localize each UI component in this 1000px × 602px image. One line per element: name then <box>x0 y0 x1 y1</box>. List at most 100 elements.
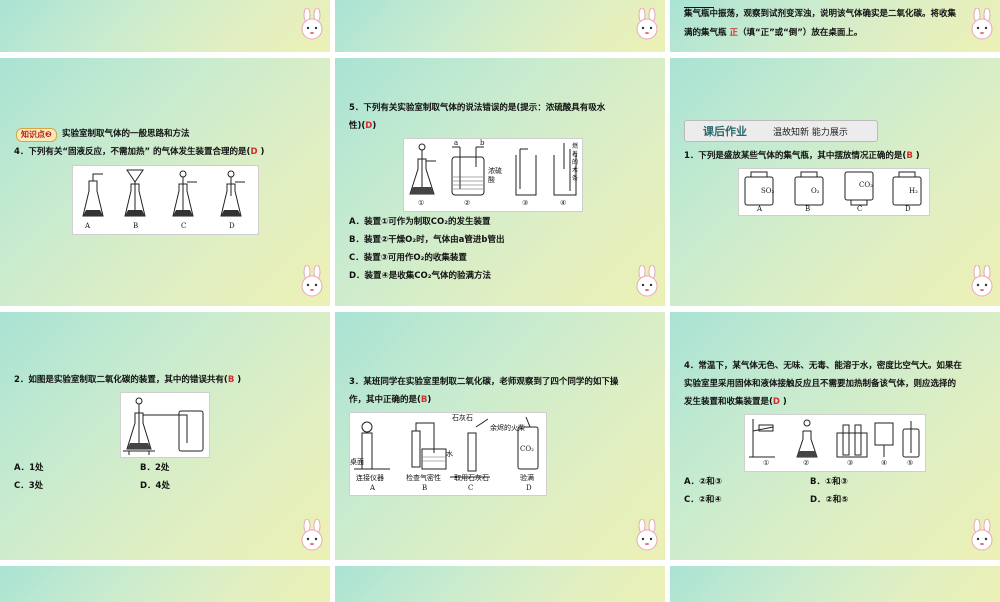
slide-5[interactable]: 5．下列有关实验室制取气体的说法错误的是(提示：浓硫酸具有吸水 性)(D) a … <box>335 58 665 306</box>
answer: D <box>772 397 780 407</box>
tube-label-a: a <box>454 139 459 147</box>
bunny-icon <box>301 8 323 40</box>
gas-bottles-diagram <box>744 171 922 206</box>
question-text: 发生装置和收集装置是(D ) <box>684 397 787 407</box>
question-text: 4．下列有关“固液反应，不需加热” 的气体发生装置合理的是(D ) <box>14 147 265 157</box>
option-d[interactable]: D．4处 <box>140 481 170 491</box>
slide-9[interactable]: 4．常温下，某气体无色、无味、无毒、能溶于水，密度比空气大。如果在 实验室里采用… <box>670 312 1000 560</box>
question-text: 1．下列是盛放某些气体的集气瓶，其中摆放情况正确的是(B ) <box>684 151 920 161</box>
slide-7[interactable]: 2．如图是实验室制取二氧化碳的装置，其中的错误共有(B ) A．1处 B．2处 … <box>0 312 330 560</box>
option-c[interactable]: C．3处 <box>14 481 44 491</box>
gas-label: CO₂ <box>859 181 873 189</box>
slide-10[interactable] <box>0 566 330 602</box>
option-label: C <box>857 205 863 213</box>
option-label: A <box>757 205 763 213</box>
homework-banner: 课后作业 温故知新 能力展示 <box>684 120 878 142</box>
gas-label: SO₂ <box>761 187 775 195</box>
desk-label: 桌面 <box>350 458 364 466</box>
bunny-icon <box>971 8 993 40</box>
water-label: 水 <box>446 450 453 458</box>
bunny-icon <box>636 8 658 40</box>
device-number: ① <box>418 199 425 207</box>
knowledge-tag: 知识点❷ <box>16 128 57 142</box>
bunny-icon <box>301 519 323 551</box>
option-label: B <box>133 222 139 230</box>
banner-subtitle: 温故知新 能力展示 <box>773 128 848 138</box>
option-c[interactable]: C．装置③可用作O₂的收集装置 <box>349 253 467 263</box>
caption: 检查气密性 <box>406 474 441 482</box>
bunny-icon <box>971 265 993 297</box>
question-text: 集气瓶中振荡，观察到试剂变浑浊，说明该气体确实是二氧化碳。将收集 <box>684 9 957 19</box>
answer: B <box>906 151 913 161</box>
option-label: D <box>229 222 235 230</box>
slide-3[interactable]: 集气瓶中振荡，观察到试剂变浑浊，说明该气体确实是二氧化碳。将收集 满的集气瓶 正… <box>670 0 1000 52</box>
gas-label: O₂ <box>811 187 820 195</box>
apparatus-figure: ① ② ③ ④ ⑤ <box>744 414 926 472</box>
option-a[interactable]: A．装置①可作为制取CO₂的发生装置 <box>349 217 491 227</box>
answer: D <box>250 147 258 157</box>
caption: 验满 <box>520 474 534 482</box>
option-b[interactable]: B．①和③ <box>810 477 848 487</box>
co2-apparatus-figure <box>120 392 210 458</box>
flask-diagram <box>82 169 245 217</box>
device-number: ② <box>803 459 810 467</box>
question-text: 作，其中正确的是(B) <box>349 395 432 405</box>
question-text: 5．下列有关实验室制取气体的说法错误的是(提示：浓硫酸具有吸水 <box>349 103 606 113</box>
caption: 连接仪器 <box>356 474 384 482</box>
slide-1[interactable] <box>0 0 330 52</box>
stick-label: 燃着的木条 <box>572 143 579 182</box>
option-d[interactable]: D．装置④是收集CO₂气体的验满方法 <box>349 271 491 281</box>
option-label: C <box>468 484 474 492</box>
option-a[interactable]: A．②和③ <box>684 477 722 487</box>
option-label: A <box>370 484 376 492</box>
slide-4[interactable]: 知识点❷ 实验室制取气体的一般思路和方法 4．下列有关“固液反应，不需加热” 的… <box>0 58 330 306</box>
acid-label: 浓硫酸 <box>488 167 502 184</box>
slide-6[interactable]: 课后作业 温故知新 能力展示 1．下列是盛放某些气体的集气瓶，其中摆放情况正确的… <box>670 58 1000 306</box>
question-text: 满的集气瓶 正（填“正”或“倒”）放在桌面上。 <box>684 28 863 38</box>
co2-label: CO₂ <box>520 445 534 453</box>
blank-line <box>684 0 714 8</box>
gas-label: H₂ <box>909 187 918 195</box>
option-c[interactable]: C．②和④ <box>684 495 722 505</box>
device-number: ③ <box>847 459 854 467</box>
question-text: 实验室里采用固体和液体接触反应且不需要加热制备该气体，则应选择的 <box>684 379 957 389</box>
question-text: 2．如图是实验室制取二氧化碳的装置，其中的错误共有(B ) <box>14 375 242 385</box>
device-number: ④ <box>560 199 567 207</box>
apparatus-diagram <box>409 143 577 196</box>
device-number: ③ <box>522 199 529 207</box>
question-text: 3．某班同学在实验室里制取二氧化碳，老师观察到了四个同学的如下操 <box>349 377 619 387</box>
device-number: ⑤ <box>907 459 914 467</box>
option-a[interactable]: A．1处 <box>14 463 44 473</box>
slide-8[interactable]: 3．某班同学在实验室里制取二氧化碳，老师观察到了四个同学的如下操 作，其中正确的… <box>335 312 665 560</box>
option-b[interactable]: B．2处 <box>140 463 170 473</box>
apparatus-figure: A B C D <box>72 165 259 235</box>
device-number: ② <box>464 199 471 207</box>
option-label: B <box>805 205 811 213</box>
option-b[interactable]: B．装置②干燥O₂时，气体由a管进b管出 <box>349 235 505 245</box>
operations-figure: 桌面 水 石灰石 余烬的火柴 CO₂ 连接仪器 检查气密性 取用石灰石 验满 A… <box>349 412 547 496</box>
answer: D <box>365 121 373 131</box>
option-label: C <box>181 222 187 230</box>
apparatus-diagram <box>749 419 920 458</box>
gas-bottles-figure: SO₂ O₂ CO₂ H₂ A B C D <box>738 168 930 216</box>
answer: B <box>227 375 235 385</box>
operations-diagram <box>354 416 539 478</box>
device-number: ① <box>763 459 770 467</box>
answer: B <box>420 395 428 405</box>
option-label: A <box>85 222 91 230</box>
option-d[interactable]: D．②和⑤ <box>810 495 849 505</box>
question-text: 性)(D) <box>349 121 377 131</box>
bunny-icon <box>636 519 658 551</box>
tube-label-b: b <box>480 139 485 147</box>
co2-apparatus-diagram <box>123 397 204 455</box>
stone-label: 石灰石 <box>452 414 473 422</box>
slide-12[interactable] <box>670 566 1000 602</box>
answer: 正 <box>729 28 738 38</box>
slide-11[interactable] <box>335 566 665 602</box>
option-label: D <box>526 484 532 492</box>
section-heading: 实验室制取气体的一般思路和方法 <box>62 129 190 139</box>
slide-2[interactable] <box>335 0 665 52</box>
bunny-icon <box>301 265 323 297</box>
question-text: 4．常温下，某气体无色、无味、无毒、能溶于水，密度比空气大。如果在 <box>684 361 962 371</box>
bunny-icon <box>636 265 658 297</box>
